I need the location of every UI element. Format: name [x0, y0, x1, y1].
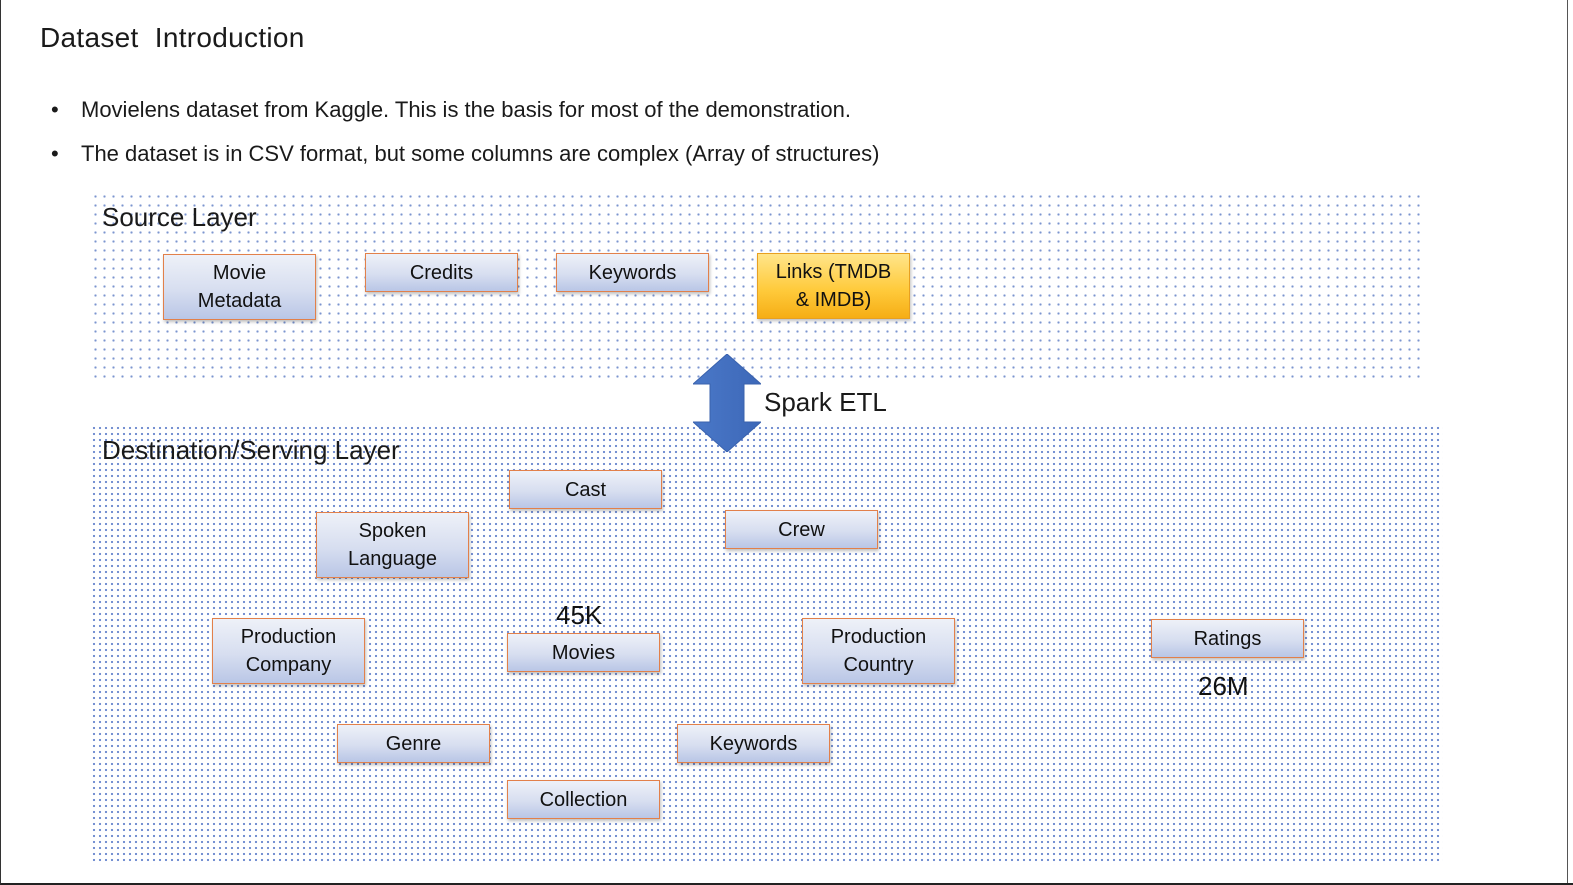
bullet-text: The dataset is in CSV format, but some c…	[81, 141, 880, 166]
bullet-item: • Movielens dataset from Kaggle. This is…	[49, 88, 879, 132]
ratings-count: 26M	[1198, 671, 1249, 701]
double-arrow-icon	[693, 354, 761, 452]
slide-right-edge	[1567, 0, 1568, 883]
slide-title: Dataset Introduction	[40, 22, 305, 53]
box-movies: Movies	[507, 633, 660, 672]
box-genre: Genre	[337, 724, 490, 763]
bullet-list: • Movielens dataset from Kaggle. This is…	[49, 88, 879, 176]
box-ratings: Ratings	[1151, 619, 1304, 658]
box-cast: Cast	[509, 470, 662, 509]
box-crew: Crew	[725, 510, 878, 549]
movies-count: 45K	[556, 600, 603, 630]
box-keywords-source: Keywords	[556, 253, 709, 292]
bullet-dot-icon: •	[51, 141, 59, 166]
box-keywords-destination: Keywords	[677, 724, 830, 763]
box-production-company: Production Company	[212, 618, 365, 684]
bullet-item: • The dataset is in CSV format, but some…	[49, 132, 879, 176]
destination-layer-label: Destination/Serving Layer	[102, 435, 400, 465]
box-collection: Collection	[507, 780, 660, 819]
source-layer-label: Source Layer	[102, 202, 257, 232]
box-credits: Credits	[365, 253, 518, 292]
spark-etl-label: Spark ETL	[764, 387, 887, 417]
box-links: Links (TMDB & IMDB)	[757, 253, 910, 319]
box-movie-metadata: Movie Metadata	[163, 254, 316, 320]
box-spoken-language: Spoken Language	[316, 512, 469, 578]
box-production-country: Production Country	[802, 618, 955, 684]
bullet-dot-icon: •	[51, 97, 59, 122]
bullet-text: Movielens dataset from Kaggle. This is t…	[81, 97, 851, 122]
